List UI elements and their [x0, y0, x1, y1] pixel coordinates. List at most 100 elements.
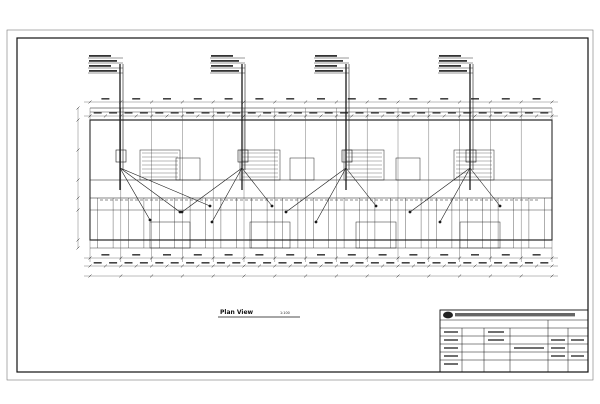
stair-blocks: [139, 149, 501, 249]
outlet-point: [374, 204, 378, 208]
dimension-text-mark: [478, 112, 487, 114]
dimension-tick: [180, 114, 185, 118]
dimension-tick: [119, 256, 123, 260]
dimension-tick: [88, 114, 92, 118]
dimension-tick: [226, 264, 231, 268]
dimension-tick: [365, 264, 369, 268]
dimension-text-mark: [409, 98, 418, 100]
riser-pipes: [88, 55, 540, 224]
dimension-tick: [350, 264, 354, 268]
dimension-tick: [180, 100, 185, 104]
dimension-tick: [273, 100, 277, 104]
branch-run: [119, 167, 181, 213]
outlet-point: [314, 220, 318, 224]
dimension-tick: [165, 114, 169, 118]
dimension-text-mark: [193, 98, 202, 100]
dimension-tick: [427, 256, 431, 260]
dimension-tick: [303, 274, 308, 278]
branch-run: [409, 167, 471, 213]
dimension-text-mark: [463, 262, 472, 264]
title-block-text-marks: [444, 331, 584, 365]
riser-label-text-mark: [315, 70, 343, 72]
riser-label-text-mark: [315, 65, 337, 67]
dimension-text-mark: [139, 112, 148, 114]
riser-label-text-mark: [89, 55, 111, 57]
dimension-text-mark: [139, 262, 148, 264]
dimension-text-mark: [93, 262, 102, 264]
outlet-point: [210, 220, 214, 224]
dimension-tick: [273, 264, 277, 268]
dimension-text-mark: [324, 112, 333, 114]
dimension-tick: [427, 100, 431, 104]
dimension-text-mark: [155, 112, 164, 114]
dimension-tick: [211, 100, 215, 104]
dimension-tick: [550, 114, 554, 118]
dimension-tick: [365, 274, 369, 278]
dimension-text-mark: [170, 262, 179, 264]
dimension-text-mark: [309, 262, 318, 264]
dimension-tick: [76, 196, 80, 200]
branch-run: [211, 167, 243, 223]
dimension-tick: [334, 264, 339, 268]
dimension-tick: [165, 264, 169, 268]
riser-label-text-mark: [315, 60, 343, 62]
dimension-tick: [488, 256, 493, 260]
branch-run: [285, 167, 347, 213]
branch-run: [119, 167, 211, 207]
dimension-text-mark: [417, 112, 426, 114]
dimension-tick: [76, 118, 80, 122]
dimension-text-mark: [132, 254, 141, 256]
company-logo: [443, 311, 575, 319]
dimension-tick: [350, 114, 354, 118]
dimension-tick: [226, 114, 231, 118]
dimension-tick: [288, 264, 292, 268]
dimension-tick: [534, 114, 539, 118]
outlet-point: [178, 210, 182, 214]
dimension-tick: [211, 274, 215, 278]
dimension-tick: [211, 264, 215, 268]
dimension-text-mark: [463, 112, 472, 114]
dimension-text-mark: [378, 254, 387, 256]
dimension-text-mark: [440, 254, 449, 256]
outlet-point: [148, 218, 152, 222]
dimension-text-mark: [378, 98, 387, 100]
dimension-tick: [550, 100, 554, 104]
dimension-text-mark: [355, 262, 364, 264]
dimension-text-mark: [432, 262, 441, 264]
dimension-text-mark: [317, 254, 325, 256]
branch-run: [119, 167, 151, 221]
riser-label-text-mark: [89, 70, 117, 72]
dimension-text-mark: [494, 112, 503, 114]
dimension-tick: [396, 114, 400, 118]
dimension-text-mark: [286, 254, 295, 256]
dimension-tick: [196, 264, 200, 268]
dimension-tick: [303, 256, 308, 260]
outlet-point: [438, 220, 442, 224]
dimension-text-mark: [370, 262, 379, 264]
dimension-text-mark: [340, 262, 349, 264]
dimension-text-mark: [232, 112, 241, 114]
dimension-tick: [103, 114, 108, 118]
dimension-text-mark: [447, 112, 456, 114]
dimension-text-mark: [286, 98, 295, 100]
dimension-text-mark: [432, 112, 441, 114]
dimension-tick: [303, 100, 308, 104]
dimension-tick: [319, 264, 323, 268]
dimension-text-mark: [532, 254, 541, 256]
dimension-tick: [457, 264, 462, 268]
dimension-text-mark: [317, 98, 325, 100]
dimension-tick: [457, 100, 462, 104]
dimension-text-mark: [293, 112, 302, 114]
dimension-text-mark: [132, 98, 141, 100]
dimension-tick: [149, 274, 154, 278]
dimension-tick: [365, 256, 369, 260]
riser-label-text-mark: [89, 65, 111, 67]
dimension-text-mark: [278, 112, 287, 114]
dimension-tick: [457, 274, 462, 278]
dimension-text-mark: [324, 262, 333, 264]
dimension-text-mark: [163, 98, 171, 100]
dimension-text-mark: [386, 112, 395, 114]
dimension-text-mark: [216, 262, 225, 264]
dimension-tick: [457, 114, 462, 118]
riser-label-text-mark: [211, 70, 239, 72]
